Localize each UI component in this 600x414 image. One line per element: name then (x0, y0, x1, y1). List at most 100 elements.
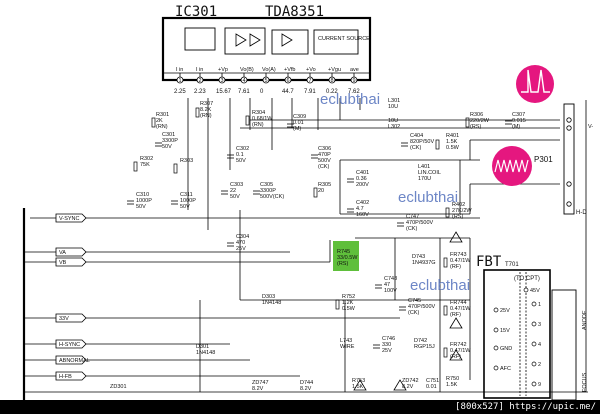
component-l302-label: 10U (388, 118, 398, 124)
component-r301-label: (RN) (156, 124, 168, 130)
component-zd742-label: ZD742 (402, 378, 419, 384)
waveform-vertical (516, 65, 554, 103)
component-fr743-label: 0.47/1W (450, 258, 471, 264)
component-c304-label: C304 (236, 234, 249, 240)
component-d303-label: D303 (262, 294, 275, 300)
component-c748-label: 100V (384, 288, 397, 294)
connector-abnormal: ABNORMAL (55, 355, 90, 365)
connector-label: H-SYNC (59, 342, 80, 348)
watermark-text: eclubthai (398, 189, 458, 206)
component-d303-label: 1N4148 (262, 300, 281, 306)
component-l302-label: L302 (388, 124, 400, 130)
component-c402-label: C402 (356, 200, 369, 206)
component-zd747-label: 8.2V (252, 386, 264, 392)
connector-label: V-SYNC (59, 216, 80, 222)
component-c301-label: 3300P (162, 138, 178, 144)
connector-h-fb: H-FB (55, 371, 87, 381)
component-l401-label: LIN.COIL (418, 170, 441, 176)
fbt-ref: T701 (505, 262, 519, 268)
ic-pin-number: 2 (199, 78, 202, 84)
component-zd301: ZD301 (110, 384, 127, 390)
ic-pin-number: 3 (221, 78, 224, 84)
component-fr743-label: FR743 (450, 252, 467, 258)
ic-block-input (184, 27, 216, 51)
component-r745-label: R745 (337, 249, 350, 255)
component-r302-label: R302 (140, 156, 153, 162)
component-r307-label: 8.2K (200, 107, 212, 113)
component-c307-label: C307 (512, 112, 525, 118)
connector-v-sync: V-SYNC (55, 213, 87, 223)
ic-ref: IC301 (175, 4, 217, 20)
component-r307-label: R307 (200, 101, 213, 107)
component-r307-label: (RN) (200, 113, 212, 119)
component-l401-label: L401 (418, 164, 430, 170)
component-c303-label: 50V (230, 194, 240, 200)
ic-pin-number: 7 (309, 78, 312, 84)
component-l401-label: 170U (418, 176, 431, 182)
component-fr742-label: (RF) (450, 354, 461, 360)
component-c301-label: C301 (162, 132, 175, 138)
fbt-pin-label: AFC (500, 366, 511, 372)
fbt-pin-label: 45V (530, 288, 540, 294)
component-r752-label: R752 (342, 294, 355, 300)
ic-pin-name: I in (196, 67, 203, 73)
warning-symbols (353, 231, 463, 391)
component-r750-label: R750 (446, 376, 459, 382)
component-r401-label: R401 (446, 133, 459, 139)
component-r306-label: R306 (470, 112, 483, 118)
fbt-pin-label: 25V (500, 308, 510, 314)
component-c307-label: 0.015 (512, 118, 526, 124)
component-r750-label: 1.5K (446, 382, 458, 388)
waveform-horizontal (492, 146, 532, 186)
fbt-pin-label: GND (500, 346, 512, 352)
ic-pin-name: +Vo (306, 67, 316, 73)
component-d744-label: 8.2V (300, 386, 312, 392)
component-r745-label: 33/0.5W (337, 255, 358, 261)
connector-h-sync: H-SYNC (55, 339, 87, 349)
ic-pin-name: ave (350, 67, 359, 73)
component-c751-label: C751 (426, 378, 439, 384)
right-label: FOCUS (582, 372, 588, 392)
component-c745-label: 470P/500V (408, 304, 436, 310)
component-c401-label: C401 (356, 170, 369, 176)
ic-pin-number: 6 (287, 78, 290, 84)
fbt-pin-label: 9 (538, 382, 541, 388)
component-c302-label: 0.1 (236, 152, 244, 158)
component-c748-label: C748 (384, 276, 397, 282)
component-r305-label: 20 (318, 188, 324, 194)
component-fr743-label: (RF) (450, 264, 461, 270)
component-c303-label: C303 (230, 182, 243, 188)
watermark-text: eclubthai (320, 91, 380, 108)
ic-pin-name: I in (176, 67, 183, 73)
ic-block-flyback (271, 29, 309, 55)
component-c402-label: 160V (356, 212, 369, 218)
ic-block-current-source (313, 29, 359, 55)
component-l743-label: L743 (340, 338, 352, 344)
component-c747-label: 470P/500V (406, 220, 434, 226)
component-c401-label: 0.36 (356, 176, 367, 182)
connector-label: ABNORMAL (59, 358, 90, 364)
right-label: (TO CPT) (514, 276, 540, 282)
ic-pin-number: 5 (265, 78, 268, 84)
component-r402-label: 27K/2W (452, 208, 472, 214)
